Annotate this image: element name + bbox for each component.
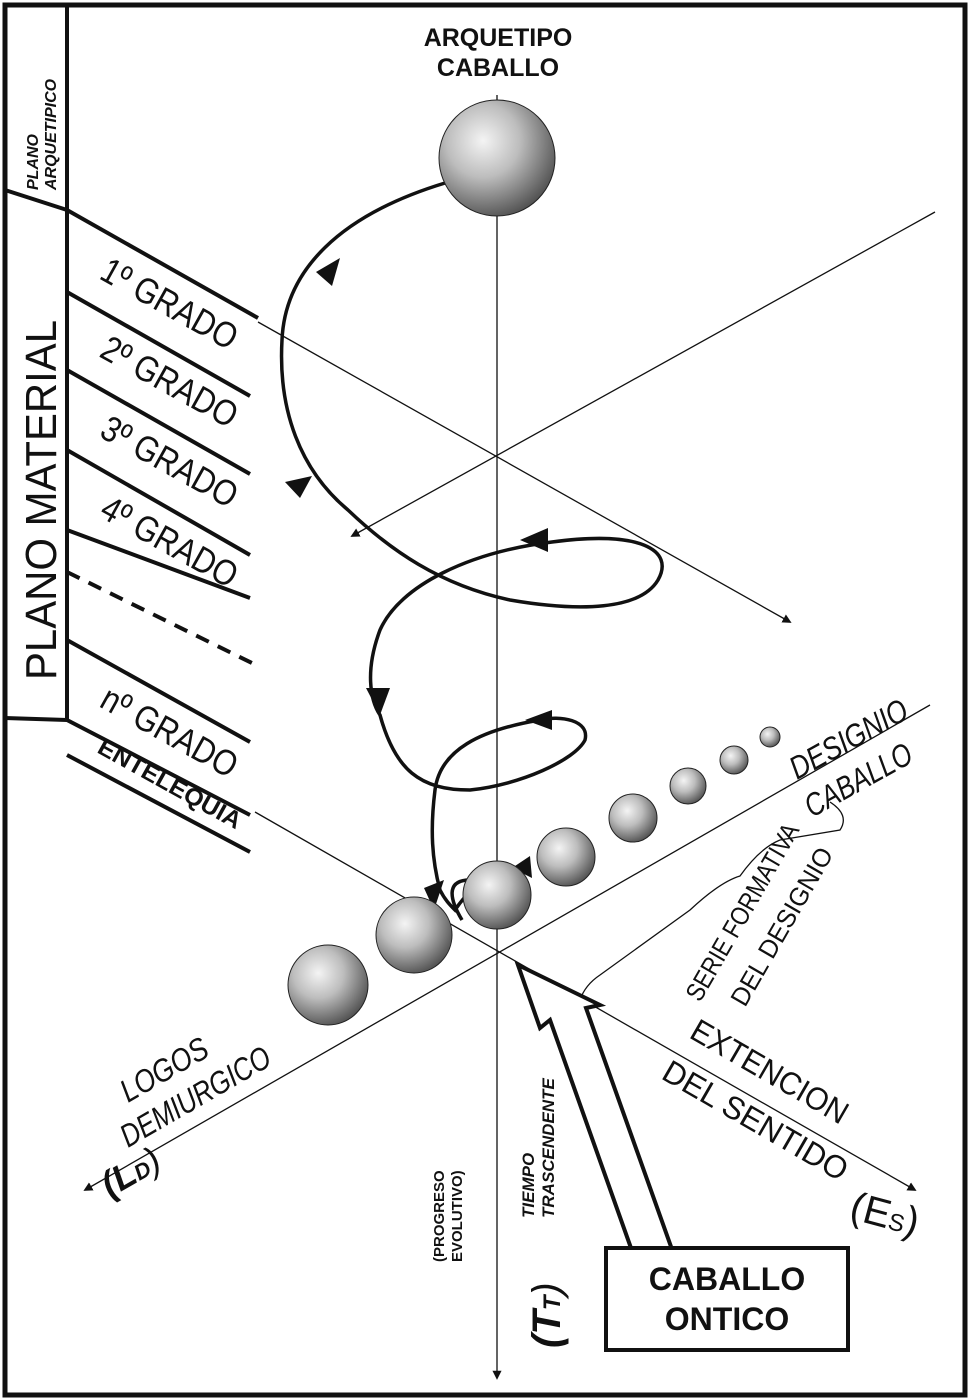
plano-arquetipico-line2: ARQUETIPICO (43, 78, 60, 191)
sphere-series-4 (608, 793, 658, 843)
svg-text:(TT): (TT) (525, 1282, 569, 1348)
spiral-arrowheads (285, 258, 552, 910)
progreso-line1: (PROGRESO (431, 1170, 448, 1262)
tiempo-line2: TRASCENDENTE (539, 1078, 558, 1218)
sphere-logos-2 (287, 944, 369, 1026)
sphere-series-3 (669, 767, 707, 805)
svg-text:(ES): (ES) (846, 1184, 924, 1244)
sphere-series-2 (719, 745, 749, 775)
caballo-ontico-box (604, 1246, 850, 1352)
callout-line2: ONTICO (665, 1301, 789, 1337)
sphere-series-5 (536, 827, 596, 887)
sphere-archetype (438, 99, 556, 217)
plano-arquetipico-separator (4, 188, 68, 212)
tiempo-line1: TIEMPO (519, 1153, 538, 1218)
serie-brace (579, 801, 844, 1001)
archetype-title-line1: ARQUETIPO (424, 24, 573, 52)
progreso-line2: EVOLUTIVO) (449, 1170, 466, 1262)
tiempo-symbol-open: (T (525, 1307, 569, 1348)
axis-logos-demiurgico (83, 704, 931, 1191)
plano-material-separator (4, 716, 68, 722)
grade-dividers (66, 208, 259, 854)
spiral-curve (279, 181, 664, 921)
spheres (287, 99, 781, 1026)
sphere-logos-1 (375, 896, 453, 974)
tiempo-symbol-sub: T (539, 1293, 566, 1310)
plano-arquetipico-line1: PLANO (25, 133, 42, 190)
plano-material-label: PLANO MATERIAL (17, 320, 66, 680)
upper-diagonal-left (257, 321, 792, 623)
callout-line1: CABALLO (649, 1261, 805, 1297)
sphere-series-1 (759, 726, 781, 748)
tiempo-symbol-close: ) (525, 1282, 569, 1299)
upper-diagonal-right (350, 211, 936, 537)
sphere-ontic (462, 860, 532, 930)
archetype-title-line2: CABALLO (437, 54, 559, 82)
extension-symbol-sub: S (885, 1208, 907, 1238)
